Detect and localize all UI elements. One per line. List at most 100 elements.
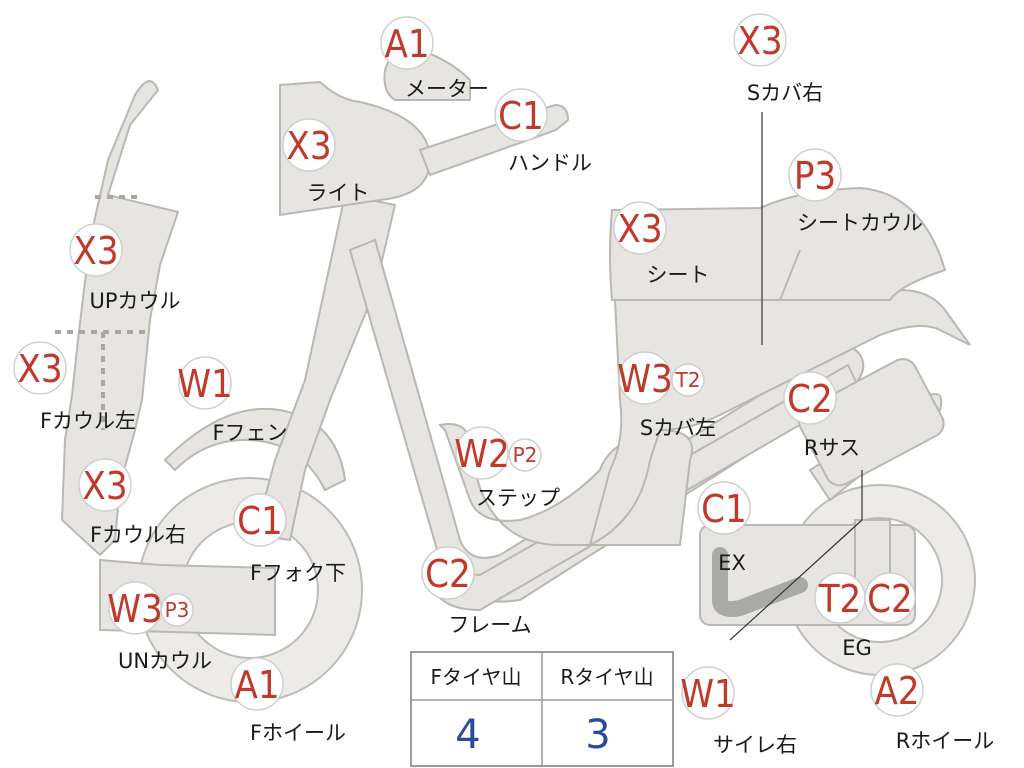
label-f-cowl-right: Fカウル右 bbox=[90, 523, 186, 547]
badge-circle bbox=[788, 148, 842, 202]
badge-circle bbox=[864, 572, 916, 624]
badge-circle bbox=[613, 201, 667, 255]
code-f-cowl-left: X3 bbox=[17, 347, 62, 391]
label-light: ライト bbox=[307, 181, 370, 205]
badge-up-cowl: X3 UPカウル bbox=[69, 223, 181, 313]
code-seat: X3 bbox=[617, 207, 662, 251]
code-eg: T2 bbox=[818, 577, 862, 621]
badge-circle bbox=[69, 223, 123, 277]
table-value-front: 4 bbox=[455, 712, 480, 758]
label-s-cover-left: Sカバ左 bbox=[640, 416, 716, 440]
label-eg: EG bbox=[842, 636, 872, 660]
badge-f-wheel: A1 Fホイール bbox=[230, 657, 346, 745]
label-up-cowl: UPカウル bbox=[89, 289, 180, 313]
code-frame: C2 bbox=[425, 552, 471, 596]
subcode-step: P2 bbox=[513, 443, 538, 467]
label-step: ステップ bbox=[476, 486, 560, 510]
label-f-wheel: Fホイール bbox=[250, 721, 346, 745]
badge-circle-small bbox=[671, 363, 705, 397]
badge-seat: X3 シート bbox=[613, 201, 710, 287]
side-cover-shape bbox=[588, 288, 971, 547]
label-r-sus: Rサス bbox=[804, 436, 860, 460]
badge-circle bbox=[733, 13, 787, 67]
table-header-rear: Rタイヤ山 bbox=[560, 665, 653, 689]
seat-seam bbox=[779, 249, 801, 301]
front-cowl-shape bbox=[60, 80, 180, 557]
badge-meter: A1 メーター bbox=[380, 16, 489, 101]
badge-circle bbox=[230, 657, 284, 711]
badge-circle bbox=[421, 546, 475, 600]
badge-circle bbox=[380, 16, 434, 70]
badge-s-cover-right: X3 Sカバ右 bbox=[733, 13, 823, 105]
code-up-cowl: X3 bbox=[73, 229, 118, 273]
label-s-cover-right: Sカバ右 bbox=[747, 81, 823, 105]
label-meter: メーター bbox=[405, 77, 489, 101]
badge-circle bbox=[178, 356, 232, 410]
label-un-cowl: UNカウル bbox=[118, 649, 212, 673]
code-ex: C1 bbox=[701, 487, 747, 531]
badge-circle bbox=[697, 481, 751, 535]
badge-seat-cowl: P3 シートカウル bbox=[788, 148, 923, 235]
part-labels: A1 メーター C1 ハンドル X3 ライト X3 Sカバ右 P3 シートカウル… bbox=[13, 13, 995, 757]
code-step: W2 bbox=[454, 432, 510, 476]
badge-f-fender: W1 Fフェン bbox=[177, 356, 288, 445]
badge-circle bbox=[681, 666, 735, 720]
code-f-fender: W1 bbox=[177, 362, 233, 406]
badge-r-sus: C2 Rサス bbox=[783, 371, 860, 460]
badge-r-wheel: A2 Rホイール bbox=[870, 663, 995, 753]
badge-handle: C1 ハンドル bbox=[494, 88, 592, 175]
badge-frame: C2 フレーム bbox=[421, 546, 532, 637]
eg-leader bbox=[729, 519, 863, 641]
badge-circle-small bbox=[160, 593, 194, 627]
label-f-cowl-left: Fカウル左 bbox=[40, 409, 136, 433]
label-handle: ハンドル bbox=[508, 151, 592, 175]
badge-circle bbox=[282, 118, 336, 172]
code-silencer-right: W1 bbox=[680, 672, 736, 716]
table-header-front: Fタイヤ山 bbox=[431, 665, 522, 689]
label-f-fender: Fフェン bbox=[212, 421, 287, 445]
badge-f-fork-lower: C1 Fフォク下 bbox=[233, 493, 346, 585]
label-frame: フレーム bbox=[448, 613, 531, 637]
badge-circle bbox=[618, 351, 672, 405]
rear-sus-shape bbox=[797, 358, 945, 487]
badge-silencer-right: W1 サイレ右 bbox=[680, 666, 797, 757]
code-r-wheel: A2 bbox=[874, 669, 919, 713]
exhaust-pipe-shape bbox=[712, 547, 808, 617]
code2-eg: C2 bbox=[867, 577, 913, 621]
scooter-shapes bbox=[55, 46, 976, 703]
badge-step: W2 P2 ステップ bbox=[454, 426, 560, 510]
subcode-un-cowl: P3 bbox=[165, 598, 190, 622]
badge-circle bbox=[870, 663, 924, 717]
badge-f-cowl-right: X3 Fカウル右 bbox=[78, 458, 186, 547]
badge-circle bbox=[494, 88, 548, 142]
badge-light: X3 ライト bbox=[282, 118, 370, 205]
code-r-sus: C2 bbox=[787, 377, 833, 421]
code-light: X3 bbox=[286, 124, 331, 168]
code-f-fork-lower: C1 bbox=[237, 499, 283, 543]
code-un-cowl: W3 bbox=[107, 587, 163, 631]
badge-circle bbox=[233, 493, 287, 547]
label-seat: シート bbox=[647, 263, 710, 287]
badge-f-cowl-left: X3 Fカウル左 bbox=[13, 341, 136, 433]
badge-circle bbox=[78, 458, 132, 512]
code-s-cover-left: W3 bbox=[617, 357, 673, 401]
badge-circle-small bbox=[508, 438, 542, 472]
label-seat-cowl: シートカウル bbox=[797, 211, 923, 235]
code-seat-cowl: P3 bbox=[794, 154, 836, 198]
badge-eg: T2 C2 EG bbox=[814, 572, 916, 660]
light-shape bbox=[279, 80, 432, 217]
badge-ex: C1 EX bbox=[697, 481, 751, 575]
code-f-wheel: A1 bbox=[234, 663, 279, 707]
code-f-cowl-right: X3 bbox=[82, 464, 127, 508]
badge-s-cover-left: W3 T2 Sカバ左 bbox=[617, 351, 716, 440]
subcode-s-cover-left: T2 bbox=[675, 368, 701, 392]
code-s-cover-right: X3 bbox=[737, 19, 782, 63]
label-ex: EX bbox=[718, 551, 746, 575]
label-silencer-right: サイレ右 bbox=[713, 733, 797, 757]
table-value-rear: 3 bbox=[585, 712, 610, 758]
code-handle: C1 bbox=[498, 94, 544, 138]
tire-tread-table: Fタイヤ山 Rタイヤ山 4 3 bbox=[410, 651, 674, 767]
badge-un-cowl: W3 P3 UNカウル bbox=[107, 581, 212, 673]
label-r-wheel: Rホイール bbox=[896, 729, 995, 753]
code-meter: A1 bbox=[384, 22, 429, 66]
